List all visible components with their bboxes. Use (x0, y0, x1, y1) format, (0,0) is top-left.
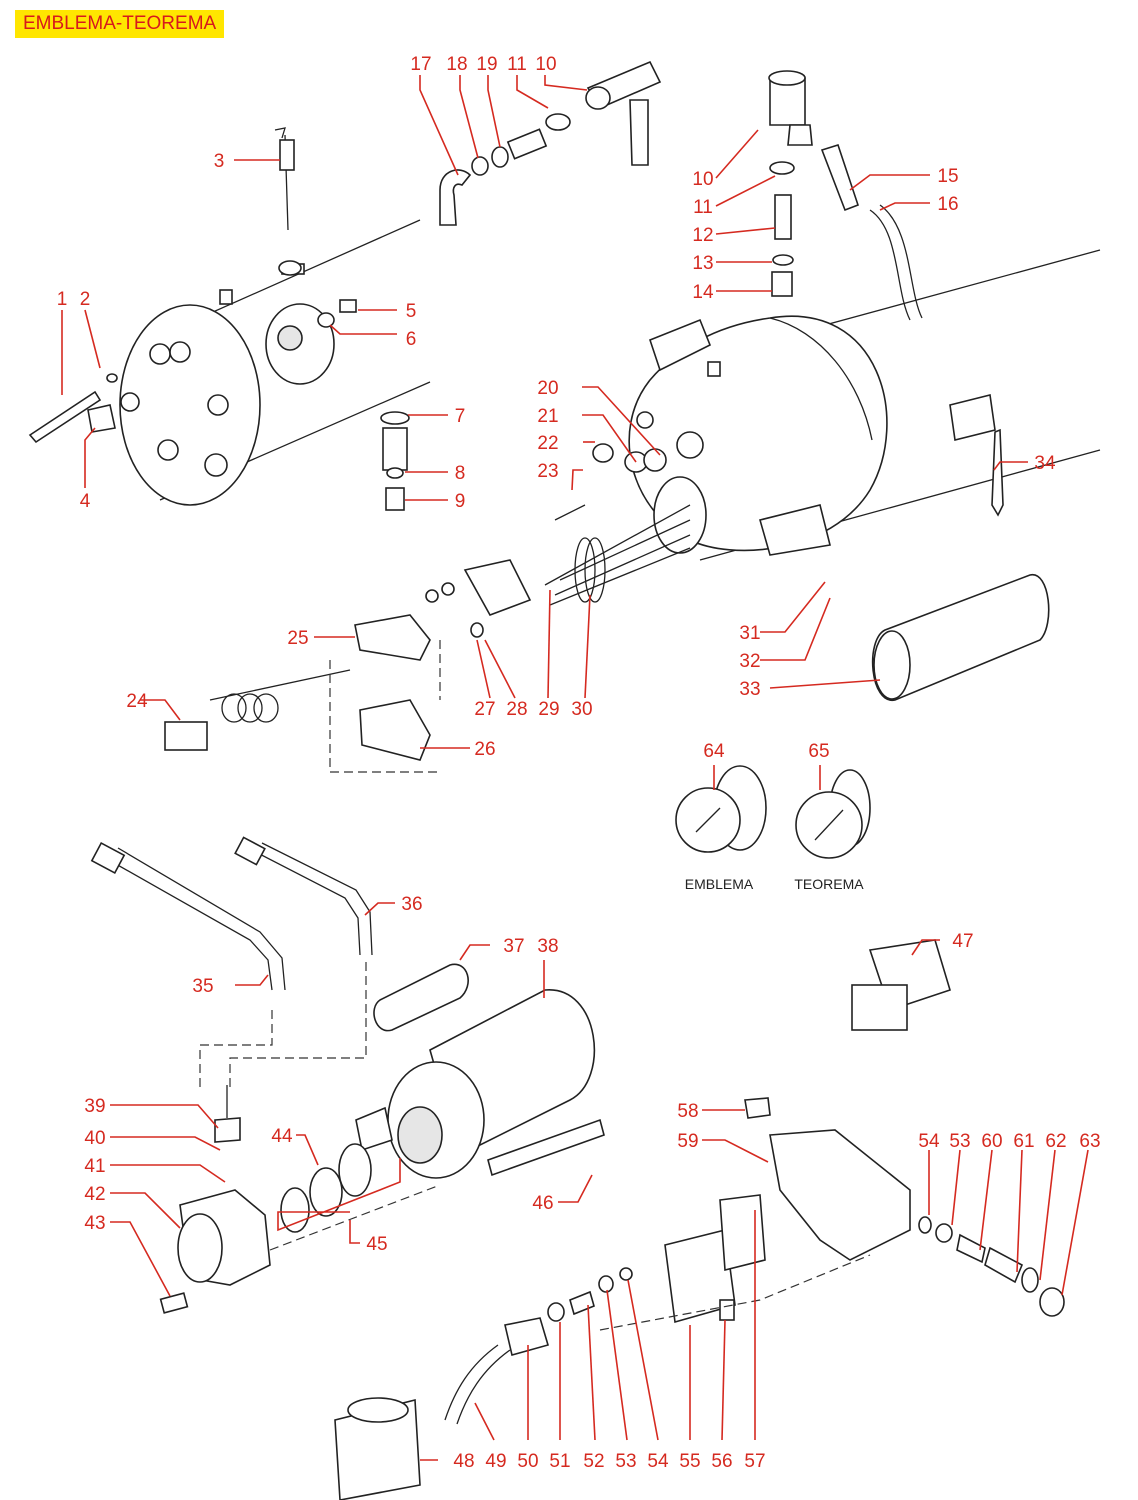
callout-34: 34 (1034, 453, 1056, 474)
callout-19: 19 (476, 54, 497, 75)
callout-21: 21 (537, 406, 558, 427)
callout-39: 39 (84, 1096, 105, 1117)
callout-45: 45 (366, 1234, 387, 1255)
pump-motor (355, 963, 605, 1179)
callout-54-bottom: 54 (647, 1451, 669, 1472)
callout-10-right: 10 (692, 169, 713, 190)
callout-49: 49 (485, 1451, 506, 1472)
callout-52: 52 (583, 1451, 604, 1472)
callout-13: 13 (692, 253, 713, 274)
callout-62: 62 (1045, 1131, 1066, 1152)
heat-exchanger (871, 574, 1050, 701)
callout-18: 18 (446, 54, 467, 75)
callout-46: 46 (532, 1193, 553, 1214)
callout-8: 8 (455, 463, 466, 484)
callout-25: 25 (287, 628, 308, 649)
callout-44: 44 (271, 1126, 293, 1147)
boiler-group (119, 219, 1101, 561)
callout-26: 26 (474, 739, 495, 760)
callout-51: 51 (549, 1451, 570, 1472)
gauge-caption-emblema: EMBLEMA (685, 876, 754, 892)
heating-element (164, 504, 691, 773)
callout-48: 48 (453, 1451, 474, 1472)
callout-5: 5 (406, 301, 417, 322)
callout-22: 22 (537, 433, 558, 454)
group-assembly (334, 1097, 1065, 1500)
callout-38: 38 (537, 936, 558, 957)
callout-11-top: 11 (507, 54, 527, 75)
callout-23: 23 (537, 461, 558, 482)
callout-61: 61 (1013, 1131, 1034, 1152)
callout-42: 42 (84, 1184, 105, 1205)
callout-3: 3 (214, 151, 225, 172)
callout-53-bottom: 53 (615, 1451, 636, 1472)
solenoid-valve (851, 939, 951, 1031)
callout-24: 24 (126, 691, 148, 712)
callout-63: 63 (1079, 1131, 1100, 1152)
callout-31: 31 (739, 623, 760, 644)
page-title: EMBLEMA-TEOREMA (15, 10, 225, 38)
callout-64: 64 (703, 741, 725, 762)
callout-59: 59 (677, 1131, 698, 1152)
callout-28: 28 (506, 699, 527, 720)
fittings-top (28, 60, 1004, 521)
callout-53-right: 53 (949, 1131, 970, 1152)
callout-labels: 1 2 3 4 5 6 7 8 9 10 10 11 11 12 13 14 1… (57, 54, 1101, 1472)
callout-40: 40 (84, 1128, 105, 1149)
callout-57: 57 (744, 1451, 765, 1472)
callout-56: 56 (711, 1451, 732, 1472)
callout-4: 4 (80, 491, 91, 512)
callout-60: 60 (981, 1131, 1002, 1152)
boiler-center (628, 249, 1101, 561)
callout-2: 2 (80, 289, 91, 310)
callout-17: 17 (410, 54, 431, 75)
callout-7: 7 (455, 406, 466, 427)
callout-6: 6 (406, 329, 417, 350)
callout-16: 16 (937, 194, 958, 215)
gauge-caption-teorema: TEOREMA (794, 876, 864, 892)
callout-54-right: 54 (918, 1131, 940, 1152)
callout-58: 58 (677, 1101, 698, 1122)
callout-50: 50 (517, 1451, 538, 1472)
callout-35: 35 (192, 976, 213, 997)
callout-14: 14 (692, 282, 714, 303)
callout-27: 27 (474, 699, 495, 720)
boiler-left (119, 219, 431, 506)
callout-10-top: 10 (535, 54, 556, 75)
callout-32: 32 (739, 651, 760, 672)
pressure-gauges (675, 765, 871, 859)
callout-33: 33 (739, 679, 760, 700)
callout-15: 15 (937, 166, 958, 187)
callout-11-right: 11 (693, 197, 713, 218)
callout-65: 65 (808, 741, 829, 762)
pump-body (159, 1085, 441, 1314)
callout-43: 43 (84, 1213, 105, 1234)
callout-41: 41 (84, 1156, 105, 1177)
callout-36: 36 (401, 894, 422, 915)
callout-20: 20 (537, 378, 558, 399)
callout-37: 37 (503, 936, 524, 957)
callout-47: 47 (952, 931, 973, 952)
callout-55: 55 (679, 1451, 700, 1472)
callout-30: 30 (571, 699, 592, 720)
callout-9: 9 (455, 491, 466, 512)
leader-lines (61, 75, 1089, 1461)
callout-1: 1 (57, 289, 68, 310)
hoses (90, 836, 373, 1090)
callout-29: 29 (538, 699, 559, 720)
callout-12: 12 (692, 225, 713, 246)
